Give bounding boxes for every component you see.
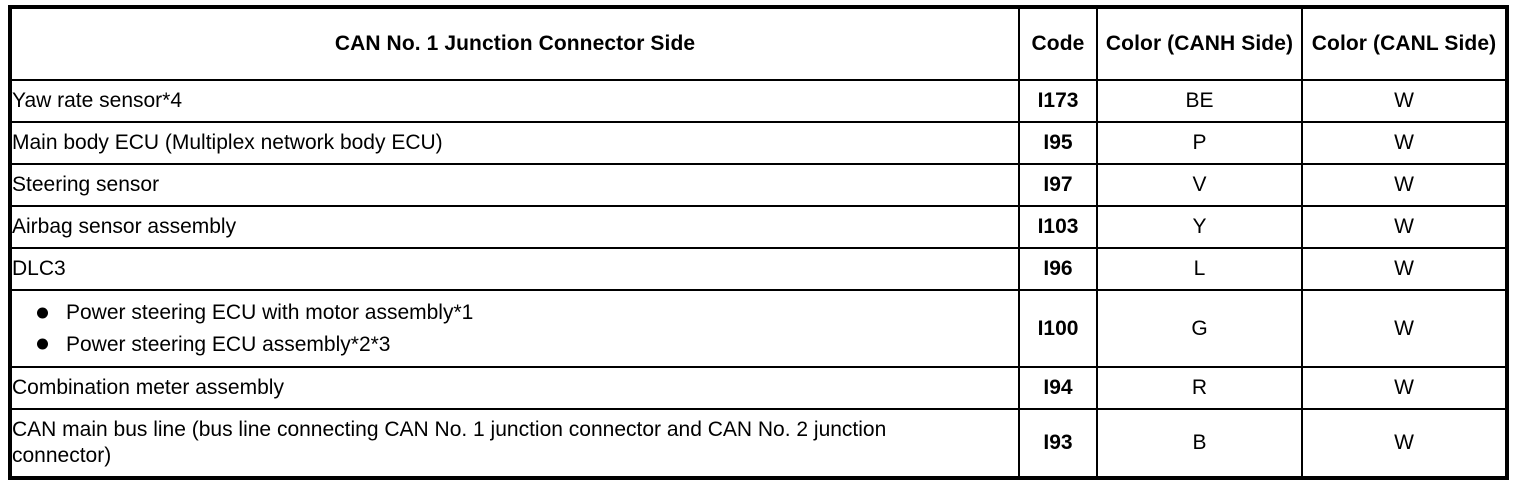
bullet-icon: [37, 307, 48, 319]
cell-description: Steering sensor: [9, 163, 1020, 207]
cell-color-canh: Y: [1096, 205, 1303, 249]
cell-description: Airbag sensor assembly: [9, 205, 1020, 249]
cell-description-bulleted: Power steering ECU with motor assembly*1…: [9, 289, 1020, 368]
cell-code: I95: [1018, 121, 1098, 165]
table-header: CAN No. 1 Junction Connector Side Code C…: [9, 6, 1508, 81]
cell-description: Yaw rate sensor*4: [9, 79, 1020, 123]
table-body: Yaw rate sensor*4 I173 BE W Main body EC…: [9, 79, 1508, 479]
table-row: Yaw rate sensor*4 I173 BE W: [9, 79, 1508, 123]
cell-description-text: CAN main bus line (bus line connecting C…: [12, 417, 887, 467]
cell-color-canl: W: [1301, 247, 1508, 291]
bullet-icon: [37, 338, 48, 350]
column-header-connector-side: CAN No. 1 Junction Connector Side: [9, 6, 1020, 81]
column-header-color-canl: Color (CANL Side): [1301, 6, 1508, 81]
cell-color-canh: L: [1096, 247, 1303, 291]
can-junction-connector-table: CAN No. 1 Junction Connector Side Code C…: [8, 5, 1509, 480]
cell-color-canl: W: [1301, 79, 1508, 123]
cell-code: I100: [1018, 289, 1098, 368]
table-row: Main body ECU (Multiplex network body EC…: [9, 121, 1508, 165]
table-row: Power steering ECU with motor assembly*1…: [9, 289, 1508, 368]
cell-code: I94: [1018, 366, 1098, 410]
list-item: Power steering ECU with motor assembly*1: [37, 297, 1018, 328]
cell-code: I96: [1018, 247, 1098, 291]
list-item-label: Power steering ECU with motor assembly*1: [66, 301, 474, 325]
cell-color-canl: W: [1301, 289, 1508, 368]
cell-code: I103: [1018, 205, 1098, 249]
cell-description: Main body ECU (Multiplex network body EC…: [9, 121, 1020, 165]
cell-color-canh: V: [1096, 163, 1303, 207]
header-row: CAN No. 1 Junction Connector Side Code C…: [9, 6, 1508, 81]
list-item-label: Power steering ECU assembly*2*3: [66, 332, 391, 356]
cell-color-canl: W: [1301, 121, 1508, 165]
cell-code: I93: [1018, 408, 1098, 479]
bullet-list: Power steering ECU with motor assembly*1…: [12, 297, 1018, 359]
cell-color-canh: BE: [1096, 79, 1303, 123]
column-header-color-canh: Color (CANH Side): [1096, 6, 1303, 81]
cell-color-canl: W: [1301, 163, 1508, 207]
column-header-code: Code: [1018, 6, 1098, 81]
table-row: Combination meter assembly I94 R W: [9, 366, 1508, 410]
cell-description: DLC3: [9, 247, 1020, 291]
table-row: CAN main bus line (bus line connecting C…: [9, 408, 1508, 479]
cell-color-canl: W: [1301, 408, 1508, 479]
cell-code: I173: [1018, 79, 1098, 123]
cell-description: Combination meter assembly: [9, 366, 1020, 410]
table-row: Airbag sensor assembly I103 Y W: [9, 205, 1508, 249]
list-item: Power steering ECU assembly*2*3: [37, 329, 1018, 360]
cell-description: CAN main bus line (bus line connecting C…: [9, 408, 1020, 479]
cell-color-canh: G: [1096, 289, 1303, 368]
cell-color-canh: B: [1096, 408, 1303, 479]
can-junction-connector-table-container: CAN No. 1 Junction Connector Side Code C…: [8, 5, 1509, 480]
table-row: Steering sensor I97 V W: [9, 163, 1508, 207]
cell-color-canl: W: [1301, 366, 1508, 410]
cell-color-canh: P: [1096, 121, 1303, 165]
cell-color-canh: R: [1096, 366, 1303, 410]
table-row: DLC3 I96 L W: [9, 247, 1508, 291]
cell-code: I97: [1018, 163, 1098, 207]
cell-color-canl: W: [1301, 205, 1508, 249]
